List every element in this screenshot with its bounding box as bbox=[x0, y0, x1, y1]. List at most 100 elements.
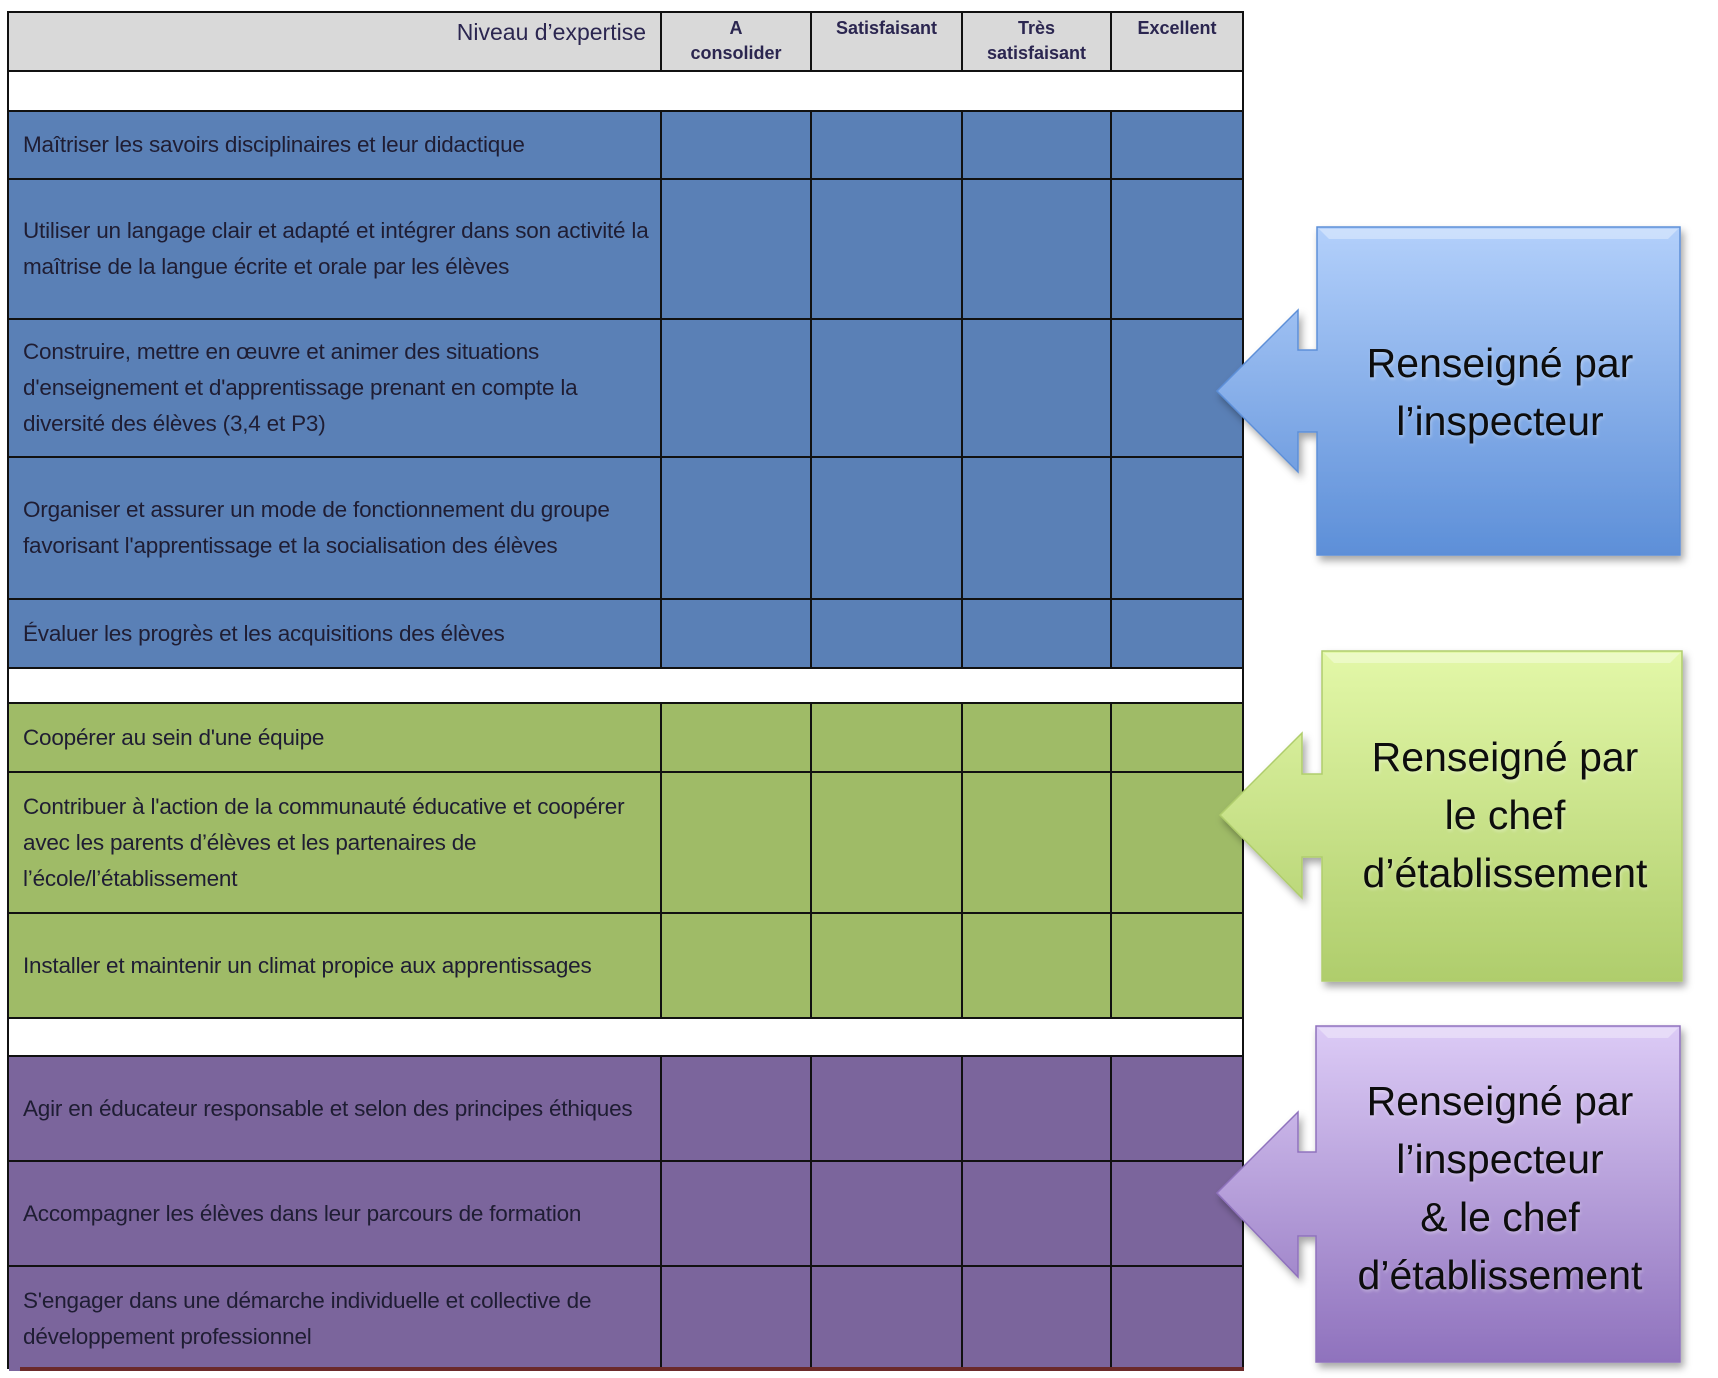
spacer-cell bbox=[9, 669, 662, 702]
competency-label: Construire, mettre en œuvre et animer de… bbox=[23, 339, 578, 436]
rating-cell-satisfaisant[interactable] bbox=[812, 112, 963, 178]
callout-line: l’inspecteur bbox=[1396, 1136, 1604, 1182]
callout-line: Renseigné par bbox=[1366, 1078, 1634, 1124]
rating-cell-satisfaisant[interactable] bbox=[812, 600, 963, 667]
rating-cell-satisfaisant[interactable] bbox=[812, 458, 963, 598]
callout-line: d’établissement bbox=[1362, 850, 1648, 896]
competency-label-cell: Agir en éducateur responsable et selon d… bbox=[9, 1057, 662, 1160]
table-bottom-rule bbox=[20, 1367, 1244, 1371]
rating-cell-satisfaisant[interactable] bbox=[812, 1057, 963, 1160]
spacer-cell bbox=[812, 1019, 963, 1055]
rating-cell-a-consolider[interactable] bbox=[662, 180, 812, 318]
spacer-cell bbox=[9, 72, 662, 110]
rating-cell-a-consolider[interactable] bbox=[662, 112, 812, 178]
rating-cell-a-consolider[interactable] bbox=[662, 704, 812, 771]
rating-cell-tres-satisfaisant[interactable] bbox=[963, 914, 1112, 1017]
rating-cell-tres-satisfaisant[interactable] bbox=[963, 112, 1112, 178]
rating-cell-satisfaisant[interactable] bbox=[812, 773, 963, 912]
rating-cell-tres-satisfaisant[interactable] bbox=[963, 773, 1112, 912]
competency-row: Coopérer au sein d'une équipe bbox=[9, 704, 1242, 773]
competency-label-cell: Contribuer à l'action de la communauté é… bbox=[9, 773, 662, 912]
rating-cell-satisfaisant[interactable] bbox=[812, 1267, 963, 1371]
competency-row: Organiser et assurer un mode de fonction… bbox=[9, 458, 1242, 600]
rating-cell-tres-satisfaisant[interactable] bbox=[963, 320, 1112, 456]
callout-text: Renseigné par l’inspecteur bbox=[1317, 334, 1683, 450]
competency-label: Accompagner les élèves dans leur parcour… bbox=[23, 1200, 582, 1226]
section-spacer-row bbox=[9, 669, 1242, 704]
column-header-satisfaisant: Satisfaisant bbox=[812, 13, 963, 70]
spacer-cell bbox=[1112, 72, 1242, 110]
callout-line: & le chef bbox=[1420, 1194, 1580, 1240]
rating-cell-satisfaisant[interactable] bbox=[812, 180, 963, 318]
competency-label-cell: Accompagner les élèves dans leur parcour… bbox=[9, 1162, 662, 1265]
table-header-row: Niveau d’expertise A consolider Satisfai… bbox=[9, 13, 1242, 72]
rating-cell-tres-satisfaisant[interactable] bbox=[963, 1267, 1112, 1371]
rating-cell-a-consolider[interactable] bbox=[662, 458, 812, 598]
callout-arrow-body bbox=[1215, 226, 1681, 556]
competency-row: Accompagner les élèves dans leur parcour… bbox=[9, 1162, 1242, 1267]
competency-label-cell: Évaluer les progrès et les acquisitions … bbox=[9, 600, 662, 667]
competency-label-cell: Construire, mettre en œuvre et animer de… bbox=[9, 320, 662, 456]
rating-cell-tres-satisfaisant[interactable] bbox=[963, 600, 1112, 667]
competency-label: Maîtriser les savoirs disciplinaires et … bbox=[23, 132, 525, 157]
spacer-cell bbox=[812, 72, 963, 110]
left-arrow-callout-shape bbox=[1218, 650, 1683, 982]
competency-label: Organiser et assurer un mode de fonction… bbox=[23, 497, 610, 558]
competency-label-cell: Installer et maintenir un climat propice… bbox=[9, 914, 662, 1017]
competency-label: Évaluer les progrès et les acquisitions … bbox=[23, 620, 505, 646]
competency-label: S'engager dans une démarche individuelle… bbox=[23, 1288, 592, 1349]
callout-line: Renseigné par bbox=[1371, 734, 1639, 780]
competency-label-cell: Maîtriser les savoirs disciplinaires et … bbox=[9, 112, 662, 178]
callout-line: le chef bbox=[1444, 792, 1566, 838]
spacer-cell bbox=[812, 669, 963, 702]
rating-cell-tres-satisfaisant[interactable] bbox=[963, 458, 1112, 598]
competency-row: Évaluer les progrès et les acquisitions … bbox=[9, 600, 1242, 669]
competency-label-cell: Coopérer au sein d'une équipe bbox=[9, 704, 662, 771]
rating-cell-satisfaisant[interactable] bbox=[812, 914, 963, 1017]
rating-cell-a-consolider[interactable] bbox=[662, 1057, 812, 1160]
competency-row: Agir en éducateur responsable et selon d… bbox=[9, 1057, 1242, 1162]
rating-cell-a-consolider[interactable] bbox=[662, 1162, 812, 1265]
rating-cell-excellent[interactable] bbox=[1112, 112, 1242, 178]
column-header-label: Satisfaisant bbox=[835, 18, 938, 38]
rating-cell-a-consolider[interactable] bbox=[662, 914, 812, 1017]
rating-cell-a-consolider[interactable] bbox=[662, 320, 812, 456]
rating-cell-a-consolider[interactable] bbox=[662, 1267, 812, 1371]
competency-row: Utiliser un langage clair et adapté et i… bbox=[9, 180, 1242, 320]
spacer-cell bbox=[963, 1019, 1112, 1055]
rating-cell-satisfaisant[interactable] bbox=[812, 320, 963, 456]
callout-inspecteur-et-chef: Renseigné par l’inspecteur & le chef d’é… bbox=[1210, 1022, 1690, 1372]
callout-chef-etablissement: Renseigné par le chef d’établissement bbox=[1210, 646, 1690, 991]
competency-row: Contribuer à l'action de la communauté é… bbox=[9, 773, 1242, 914]
column-header-tres-satisfaisant: Très satisfaisant bbox=[963, 13, 1112, 70]
rating-cell-a-consolider[interactable] bbox=[662, 600, 812, 667]
competency-label: Agir en éducateur responsable et selon d… bbox=[23, 1095, 633, 1121]
competency-label-cell: S'engager dans une démarche individuelle… bbox=[9, 1267, 662, 1371]
left-arrow-callout-shape bbox=[1215, 226, 1681, 556]
spacer-cell bbox=[963, 72, 1112, 110]
callout-bevel-highlight bbox=[1319, 229, 1678, 239]
competency-label: Utiliser un langage clair et adapté et i… bbox=[23, 218, 649, 279]
column-header-label: Très satisfaisant bbox=[986, 18, 1087, 63]
competency-label: Installer et maintenir un climat propice… bbox=[23, 952, 592, 978]
competency-row: S'engager dans une démarche individuelle… bbox=[9, 1267, 1242, 1371]
column-header-a-consolider: A consolider bbox=[662, 13, 812, 70]
rating-cell-tres-satisfaisant[interactable] bbox=[963, 1057, 1112, 1160]
rating-cell-satisfaisant[interactable] bbox=[812, 1162, 963, 1265]
left-arrow-callout-shape bbox=[1215, 1025, 1681, 1363]
rating-cell-satisfaisant[interactable] bbox=[812, 704, 963, 771]
competency-label-cell: Organiser et assurer un mode de fonction… bbox=[9, 458, 662, 598]
rating-cell-a-consolider[interactable] bbox=[662, 773, 812, 912]
competency-label-cell: Utiliser un langage clair et adapté et i… bbox=[9, 180, 662, 318]
callout-line: Renseigné par bbox=[1366, 340, 1634, 386]
callout-bevel-highlight bbox=[1324, 653, 1680, 663]
spacer-cell bbox=[662, 72, 812, 110]
spacer-cell bbox=[662, 1019, 812, 1055]
rating-cell-tres-satisfaisant[interactable] bbox=[963, 180, 1112, 318]
header-row-label-cell: Niveau d’expertise bbox=[9, 13, 662, 70]
column-header-label: Excellent bbox=[1137, 18, 1217, 38]
rating-cell-tres-satisfaisant[interactable] bbox=[963, 704, 1112, 771]
section-spacer-row bbox=[9, 1019, 1242, 1057]
rating-cell-tres-satisfaisant[interactable] bbox=[963, 1162, 1112, 1265]
callout-text: Renseigné par l’inspecteur & le chef d’é… bbox=[1317, 1072, 1683, 1304]
